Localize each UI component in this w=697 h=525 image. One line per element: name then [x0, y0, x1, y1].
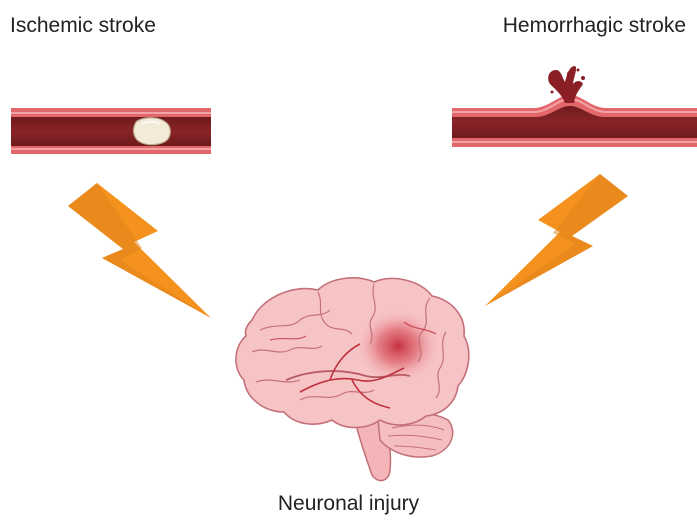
blocked-vessel-icon: [11, 108, 211, 154]
clot-icon: [134, 118, 171, 145]
brain-icon: [236, 278, 469, 481]
neuronal-injury-label: Neuronal injury: [0, 492, 697, 516]
ruptured-vessel-icon: [452, 66, 697, 147]
lightning-bolt-icon: [68, 183, 211, 318]
lightning-bolt-icon: [485, 174, 628, 306]
